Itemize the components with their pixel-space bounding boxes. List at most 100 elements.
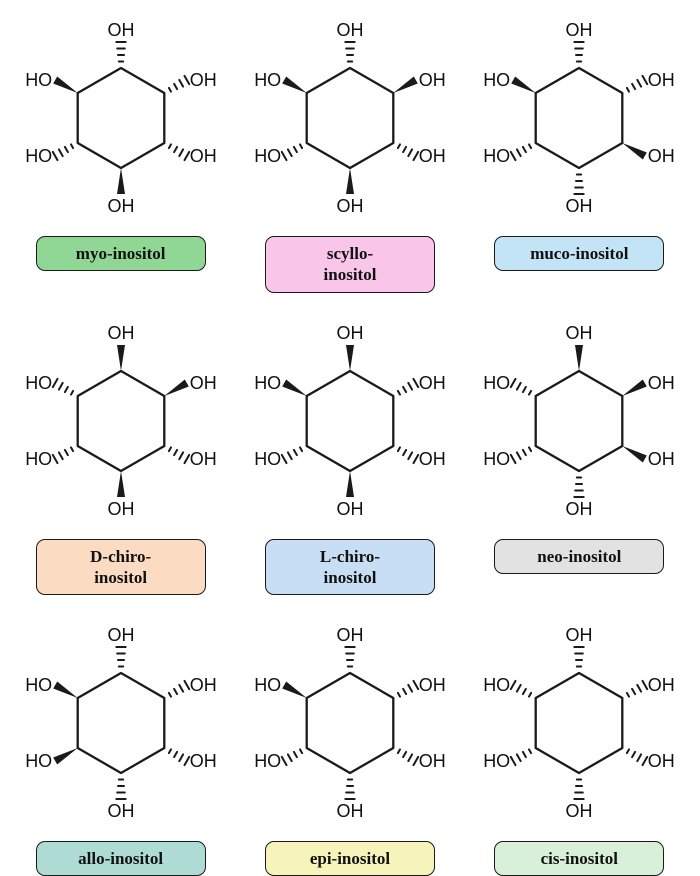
hash-bond-line <box>57 148 64 158</box>
oh-label: OH <box>336 20 363 40</box>
hash-bond-line <box>172 687 178 696</box>
oh-label: OH <box>189 449 216 469</box>
hash-bond-line <box>286 450 293 460</box>
hash-bond-line <box>69 143 74 150</box>
ho-label: HO <box>25 449 52 469</box>
isomer-name-line: cis-inositol <box>540 849 619 868</box>
cyclohexane-ring <box>305 66 395 170</box>
hash-bond-line <box>167 691 172 698</box>
label-box-neo-inositol: neo-inositol <box>494 538 665 574</box>
hash-bond-line <box>412 453 420 464</box>
hash-bond-line <box>510 377 517 388</box>
hash-bond-line <box>528 389 533 396</box>
cyclohexane-ring <box>76 671 166 775</box>
cyclohexane-ring <box>534 66 624 170</box>
oh-label: OH <box>419 146 446 166</box>
hash-bond-line <box>626 748 631 755</box>
hash-bond-line <box>57 381 64 391</box>
hash-bond-line <box>412 755 420 767</box>
isomer-name-line: inositol <box>323 265 377 285</box>
hash-bond-line <box>522 687 528 696</box>
oh-label: OH <box>336 625 363 645</box>
wedge-bond <box>622 445 648 462</box>
oh-label: OH <box>566 499 593 519</box>
hash-bond-line <box>631 687 637 696</box>
wedge-bond <box>622 379 648 396</box>
hash-bond-line <box>412 679 420 691</box>
ho-label: HO <box>484 70 511 90</box>
wedge-bond <box>163 379 189 396</box>
oh-label: OH <box>189 751 216 771</box>
oh-label: OH <box>107 499 134 519</box>
hash-bond-line <box>177 753 184 763</box>
isomer-name-line: neo-inositol <box>537 546 622 566</box>
isomer-name-line: epi-inositol <box>309 849 391 868</box>
oh-label: OH <box>419 751 446 771</box>
label-box-allo-inositol: allo-inositol <box>35 841 206 876</box>
oh-label: OH <box>107 625 134 645</box>
hash-bond-line <box>286 148 293 158</box>
wedge-bond <box>282 681 307 698</box>
hash-bond-line <box>407 683 414 693</box>
ho-label: HO <box>254 751 281 771</box>
hash-bond-line <box>402 687 408 696</box>
oh-label: OH <box>566 323 593 343</box>
hash-bond-line <box>522 448 528 456</box>
wedge-bond <box>52 76 78 93</box>
hash-bond-line <box>167 445 172 452</box>
wedge-bond <box>282 76 307 93</box>
oh-label: OH <box>648 751 675 771</box>
oh-label: OH <box>566 196 593 216</box>
hash-bond-line <box>522 750 528 759</box>
oh-label: OH <box>648 675 675 695</box>
ho-label: HO <box>484 675 511 695</box>
hash-bond-line <box>407 450 414 460</box>
hash-bond-line <box>396 691 401 698</box>
hash-bond-line <box>402 750 408 759</box>
hash-bond-line <box>280 755 288 767</box>
oh-label: OH <box>189 70 216 90</box>
wedge-bond <box>345 470 354 497</box>
hash-bond-line <box>626 86 631 93</box>
wedge-bond <box>282 379 307 396</box>
isomer-name-line: inositol <box>94 567 148 587</box>
oh-label: OH <box>566 20 593 40</box>
isomer-name-line: allo-inositol <box>78 849 164 868</box>
wedge-bond <box>345 168 354 194</box>
ho-label: HO <box>25 70 52 90</box>
wedge-bond <box>116 470 125 497</box>
hash-bond-line <box>298 445 304 452</box>
hash-bond-line <box>292 750 298 759</box>
hash-bond-line <box>516 683 523 693</box>
hash-bond-line <box>177 148 184 158</box>
hash-bond-line <box>522 385 528 393</box>
hash-bond-line <box>298 748 304 755</box>
hash-bond-line <box>528 691 533 698</box>
hash-bond-line <box>183 679 190 691</box>
hash-bond-line <box>631 82 637 91</box>
cyclohexane-ring <box>534 671 624 775</box>
cyclohexane-ring <box>305 671 395 775</box>
oh-label: OH <box>336 196 363 216</box>
hash-bond-line <box>183 74 190 86</box>
ho-label: HO <box>25 146 52 166</box>
hash-bond-line <box>69 445 74 452</box>
oh-label: OH <box>107 196 134 216</box>
isomer-name-line: myo-inositol <box>75 244 166 263</box>
isomer-name-line: scyllo- <box>326 244 374 263</box>
ho-label: HO <box>254 70 281 90</box>
hash-bond-line <box>396 445 401 452</box>
hash-bond-line <box>407 148 414 158</box>
hash-bond-line <box>167 143 172 150</box>
